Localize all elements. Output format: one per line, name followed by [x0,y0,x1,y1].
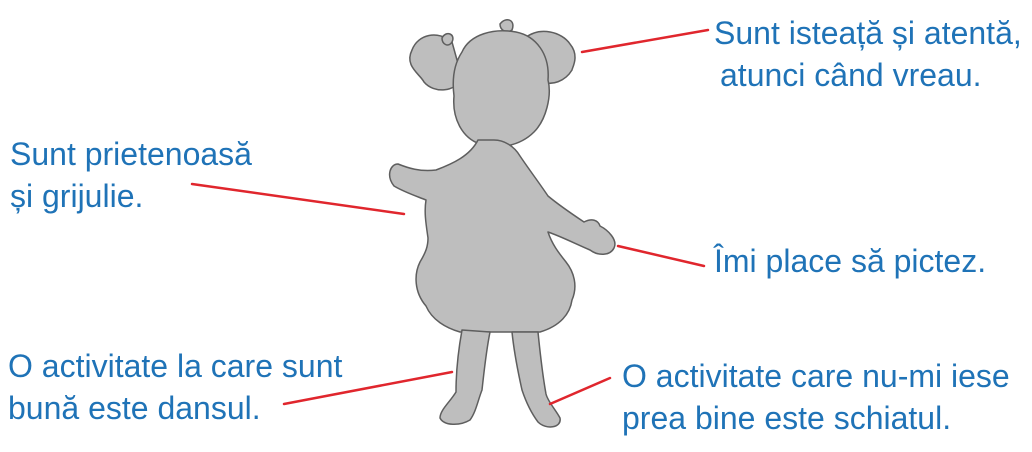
label-bottom-right-line1: O activitate care nu-mi iese [622,355,1010,397]
label-bottom-left-line1: O activitate la care sunt [8,345,342,387]
label-top-right: Sunt isteață și atentă, atunci când vrea… [714,12,1022,96]
label-middle-right-line1: Îmi place să pictez. [714,240,986,282]
label-bottom-right-line2: prea bine este schiatul. [622,397,1010,439]
label-bottom-left-line2: bună este dansul. [8,387,342,429]
leader-line-bottom-right [550,378,610,404]
label-middle-left: Sunt prietenoasă și grijulie. [10,133,252,217]
label-middle-right: Îmi place să pictez. [714,240,986,282]
label-bottom-right: O activitate care nu-mi iese prea bine e… [622,355,1010,439]
girl-silhouette-icon [390,20,615,427]
leader-line-top-right [582,30,708,52]
label-middle-left-line1: Sunt prietenoasă [10,133,252,175]
label-top-right-line1: Sunt isteață și atentă, [714,12,1022,54]
label-bottom-left: O activitate la care sunt bună este dans… [8,345,342,429]
leader-line-middle-right [618,246,704,266]
label-middle-left-line2: și grijulie. [10,175,252,217]
label-top-right-line2: atunci când vreau. [714,54,1022,96]
